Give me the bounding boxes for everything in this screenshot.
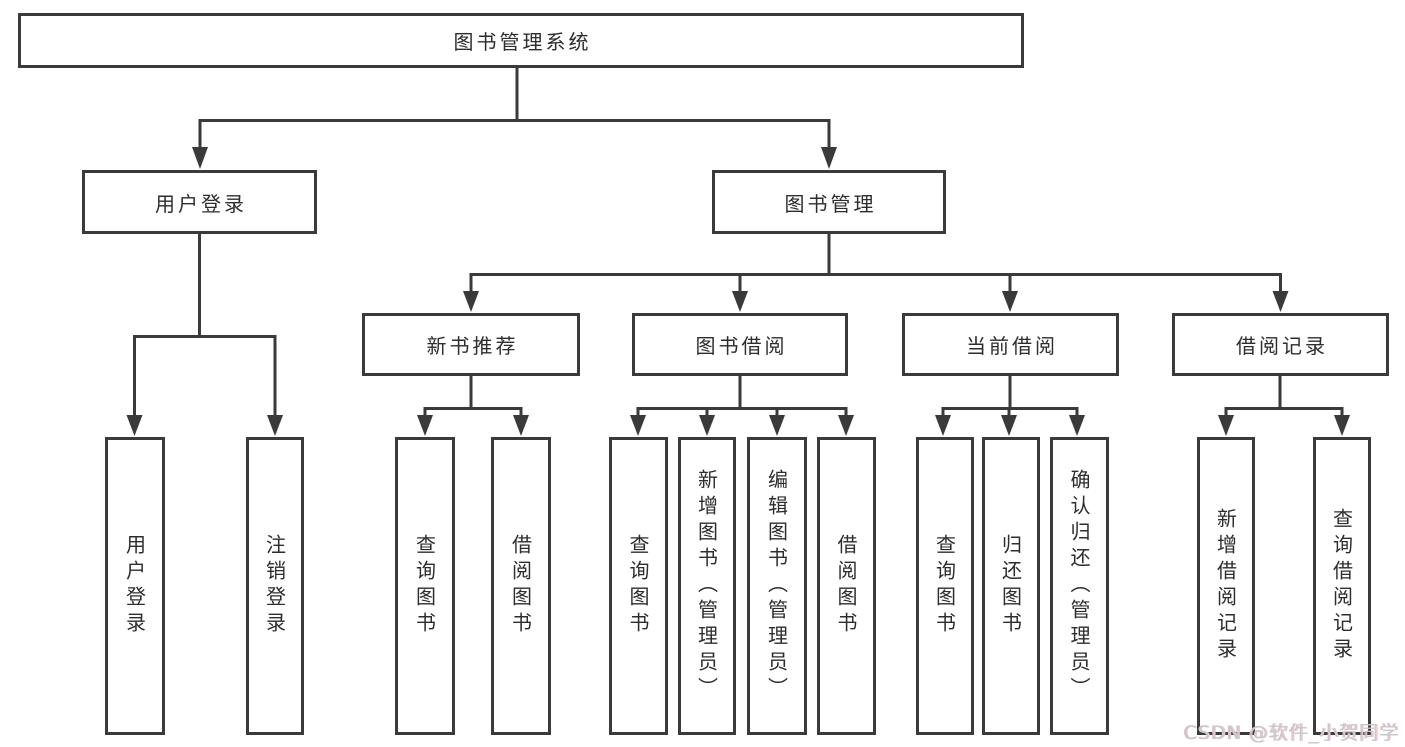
leaf-user-login: 用户登录: [105, 437, 165, 735]
node-user-login: 用户登录: [82, 170, 317, 234]
leaf-borrow-books-borrowing: 借阅图书: [817, 437, 876, 735]
node-current-borrowing: 当前借阅: [902, 313, 1119, 376]
leaf-add-books-admin: 新增图书（管理员）: [678, 437, 736, 735]
leaf-query-books-borrowing: 查询图书: [609, 437, 668, 735]
node-book-management: 图书管理: [712, 170, 946, 234]
leaf-return-books: 归还图书: [982, 437, 1040, 735]
leaf-confirm-return-admin: 确认归还（管理员）: [1050, 437, 1109, 735]
leaf-query-books-recommendation: 查询图书: [395, 437, 455, 735]
leaf-logout: 注销登录: [246, 437, 304, 735]
leaf-borrow-books-recommendation: 借阅图书: [491, 437, 551, 735]
leaf-add-borrow-record: 新增借阅记录: [1197, 437, 1255, 735]
node-new-book-recommendation: 新书推荐: [362, 313, 580, 376]
leaf-query-books-current: 查询图书: [916, 437, 974, 735]
leaf-edit-books-admin: 编辑图书（管理员）: [747, 437, 807, 735]
watermark: CSDN @软件_小贺同学: [1183, 722, 1399, 744]
node-borrowing-records: 借阅记录: [1172, 313, 1389, 376]
node-book-management-system: 图书管理系统: [18, 13, 1024, 68]
node-book-borrowing: 图书借阅: [632, 313, 848, 376]
leaf-query-borrow-record: 查询借阅记录: [1313, 437, 1371, 735]
